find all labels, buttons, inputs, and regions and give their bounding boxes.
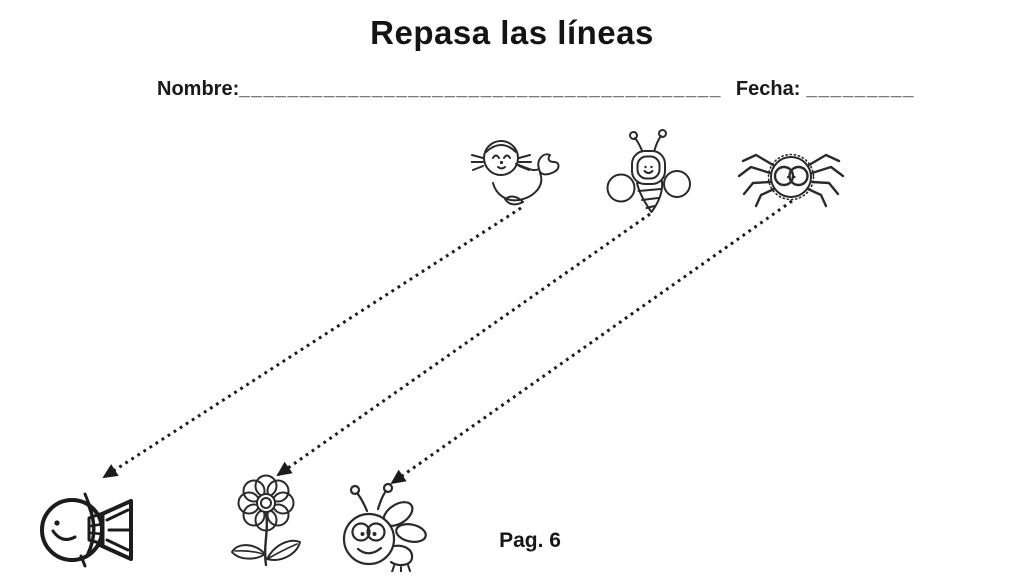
spider-icon <box>737 153 845 208</box>
bee-icon <box>606 129 691 213</box>
name-blank-line: ________________________________________ <box>239 79 722 100</box>
seal-image <box>471 131 571 216</box>
spider-image <box>736 138 846 218</box>
page-number: Pag. 6 <box>499 529 561 552</box>
fly-icon <box>342 482 427 572</box>
bee-image <box>601 124 701 224</box>
name-label: Nombre: <box>157 78 240 100</box>
fish-icon <box>40 492 133 568</box>
name-date-row: Nombre:_________________________________… <box>157 78 915 101</box>
date-blank-line: _________ <box>806 79 915 100</box>
date-label: Fecha: <box>735 78 801 100</box>
page-title: Repasa las líneas <box>370 14 654 51</box>
trace-line-bee-to-flower <box>276 212 651 477</box>
trace-line-spider-to-fly <box>390 199 793 485</box>
flower-icon <box>231 474 301 567</box>
fish-image <box>28 482 138 572</box>
fly-image <box>331 477 431 572</box>
seal-icon <box>471 140 560 206</box>
flower-image <box>221 466 311 576</box>
trace-line-seal-to-fish <box>102 206 522 479</box>
